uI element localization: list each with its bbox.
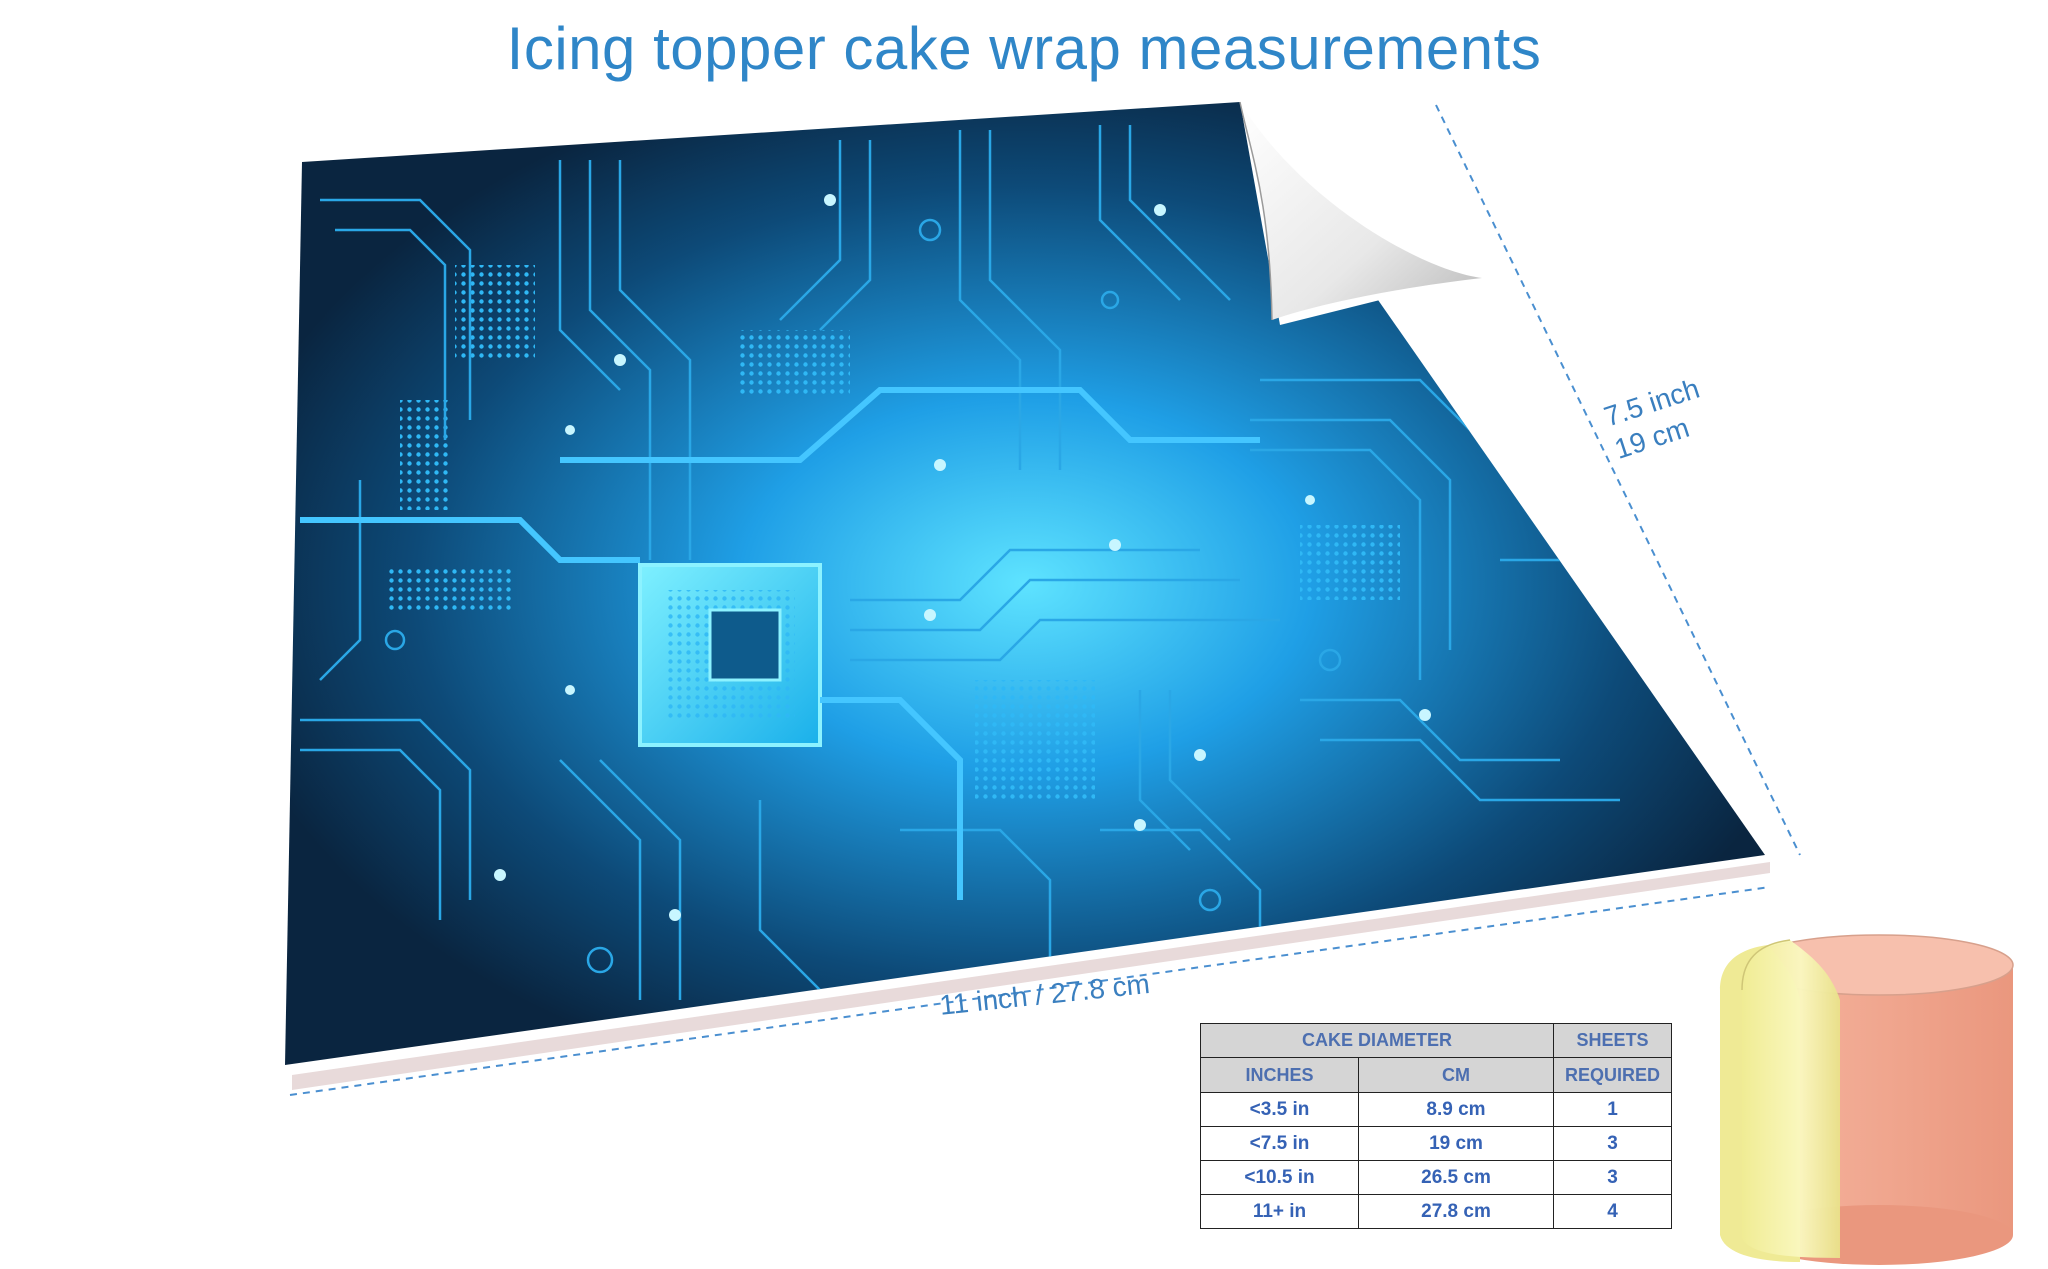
row-inches: <10.5 in bbox=[1200, 1160, 1359, 1195]
sheets-header-line2: REQUIRED bbox=[1553, 1057, 1672, 1093]
cm-column-header: CM bbox=[1358, 1057, 1554, 1093]
row-sheets: 4 bbox=[1553, 1194, 1672, 1229]
row-sheets: 3 bbox=[1553, 1160, 1672, 1195]
cake-cylinder-icon bbox=[1720, 934, 2014, 1265]
row-inches: <7.5 in bbox=[1200, 1126, 1359, 1161]
row-inches: <3.5 in bbox=[1200, 1092, 1359, 1127]
page-title: Icing topper cake wrap measurements bbox=[506, 15, 1542, 82]
peeled-corner-icon bbox=[1239, 101, 1482, 325]
height-dimension-line bbox=[1435, 104, 1801, 856]
table-row: 11+ in 27.8 cm 4 bbox=[1200, 1194, 1672, 1229]
cake-diameter-header: CAKE DIAMETER bbox=[1200, 1023, 1554, 1058]
table-row: <7.5 in 19 cm 3 bbox=[1200, 1126, 1672, 1161]
row-sheets: 3 bbox=[1553, 1126, 1672, 1161]
circuit-board-sheet bbox=[285, 102, 1765, 1065]
sheets-header-line1: SHEETS bbox=[1553, 1023, 1672, 1058]
width-dimension-line bbox=[289, 886, 1771, 1096]
sheet-shadow bbox=[292, 862, 1770, 1090]
sheets-required-table: CAKE DIAMETER SHEETS INCHES CM REQUIRED … bbox=[1200, 1023, 1672, 1229]
row-cm: 27.8 cm bbox=[1358, 1194, 1554, 1229]
inches-column-header: INCHES bbox=[1200, 1057, 1359, 1093]
sheets-table-container: CAKE DIAMETER SHEETS INCHES CM REQUIRED … bbox=[1200, 1023, 1672, 1229]
table-row: <3.5 in 8.9 cm 1 bbox=[1200, 1092, 1672, 1127]
row-cm: 26.5 cm bbox=[1358, 1160, 1554, 1195]
row-inches: 11+ in bbox=[1200, 1194, 1359, 1229]
table-row: <10.5 in 26.5 cm 3 bbox=[1200, 1160, 1672, 1195]
row-cm: 8.9 cm bbox=[1358, 1092, 1554, 1127]
row-cm: 19 cm bbox=[1358, 1126, 1554, 1161]
row-sheets: 1 bbox=[1553, 1092, 1672, 1127]
